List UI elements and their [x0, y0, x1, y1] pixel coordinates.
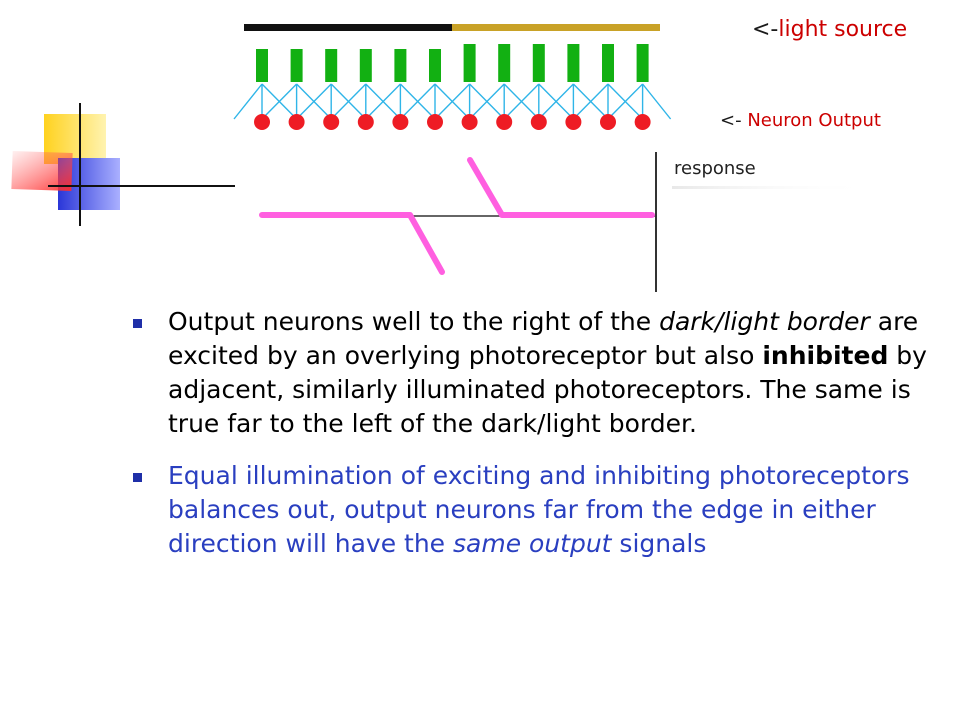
- photoreceptor: [359, 49, 372, 82]
- photoreceptor: [532, 44, 545, 82]
- inhibitory-link: [330, 83, 367, 120]
- bullet-marker: [133, 319, 142, 328]
- bullet-1-text: Output neurons well to the right of the: [168, 307, 660, 336]
- diagram-canvas: [11, 24, 872, 292]
- inhibitory-link: [296, 83, 332, 120]
- neuron-output-label: <- Neuron Output: [720, 110, 881, 131]
- output-neuron: [288, 114, 305, 130]
- inhibitory-link: [233, 83, 263, 120]
- bullet-2-text-2: signals: [611, 529, 707, 558]
- light-source-arrow: <-: [752, 17, 779, 42]
- inhibitory-link: [469, 83, 505, 120]
- bullet-2-text: Equal illumination of exciting and inhib…: [168, 461, 910, 558]
- light-source-text: light source: [778, 17, 908, 42]
- inhibitory-link: [261, 83, 298, 120]
- inhibitory-link: [399, 83, 436, 120]
- photoreceptor: [636, 44, 649, 82]
- light-source-label: <-light source: [752, 17, 907, 42]
- bullet-1-text-2: are excited by an overlying photorecepto…: [168, 307, 919, 370]
- dark-bar: [244, 24, 452, 31]
- neuron-output-text: Neuron Output: [747, 110, 881, 131]
- output-neuron: [461, 114, 478, 130]
- output-neuron: [565, 114, 582, 130]
- photoreceptor: [498, 44, 511, 82]
- output-neuron: [634, 114, 651, 130]
- response-graph: [259, 152, 872, 292]
- bullet-marker: [133, 473, 142, 482]
- neuron-output-arrow: <-: [720, 110, 748, 131]
- inhibitory-link: [365, 83, 401, 120]
- inhibitory-link: [434, 83, 471, 120]
- output-neuron: [496, 114, 513, 130]
- bullet-2-emphasis: same output: [453, 529, 612, 558]
- inhibitory-link: [538, 83, 574, 120]
- output-neuron: [530, 114, 547, 130]
- photoreceptor: [325, 49, 338, 82]
- inhibitory-link: [607, 83, 644, 120]
- output-neuron: [427, 114, 443, 130]
- bullet-item-1: Output neurons well to the right of the …: [130, 305, 930, 441]
- photoreceptor: [602, 44, 614, 82]
- bullet-1-text-3: by adjacent, similarly illuminated photo…: [168, 341, 927, 438]
- output-neuron: [600, 114, 616, 130]
- output-neuron: [254, 114, 270, 130]
- output-neuron: [392, 114, 409, 130]
- neuron-row: [254, 114, 651, 130]
- photoreceptor: [463, 44, 476, 82]
- photoreceptor-row: [256, 44, 649, 82]
- response-curve-rise: [467, 157, 655, 218]
- light-bar: [452, 24, 660, 31]
- inhibitory-link: [503, 83, 540, 120]
- response-curve: [259, 212, 445, 275]
- inhibitory-link: [642, 83, 672, 120]
- photoreceptor: [429, 49, 441, 82]
- bullet-1-emphasis: dark/light border: [659, 307, 870, 336]
- output-neuron: [323, 114, 340, 130]
- photoreceptor: [290, 49, 303, 82]
- bullet-1-strong: inhibited: [762, 341, 889, 370]
- connection-mesh: [233, 83, 672, 120]
- response-underline: [672, 186, 872, 189]
- photoreceptor: [256, 49, 268, 82]
- corner-ornament: [11, 103, 235, 226]
- response-label: response: [674, 158, 756, 179]
- inhibitory-link: [572, 83, 609, 120]
- bullet-list: Output neurons well to the right of the …: [130, 305, 930, 579]
- bullet-item-2: Equal illumination of exciting and inhib…: [130, 459, 930, 561]
- photoreceptor: [567, 44, 580, 82]
- photoreceptor: [394, 49, 407, 82]
- output-neuron: [357, 114, 374, 130]
